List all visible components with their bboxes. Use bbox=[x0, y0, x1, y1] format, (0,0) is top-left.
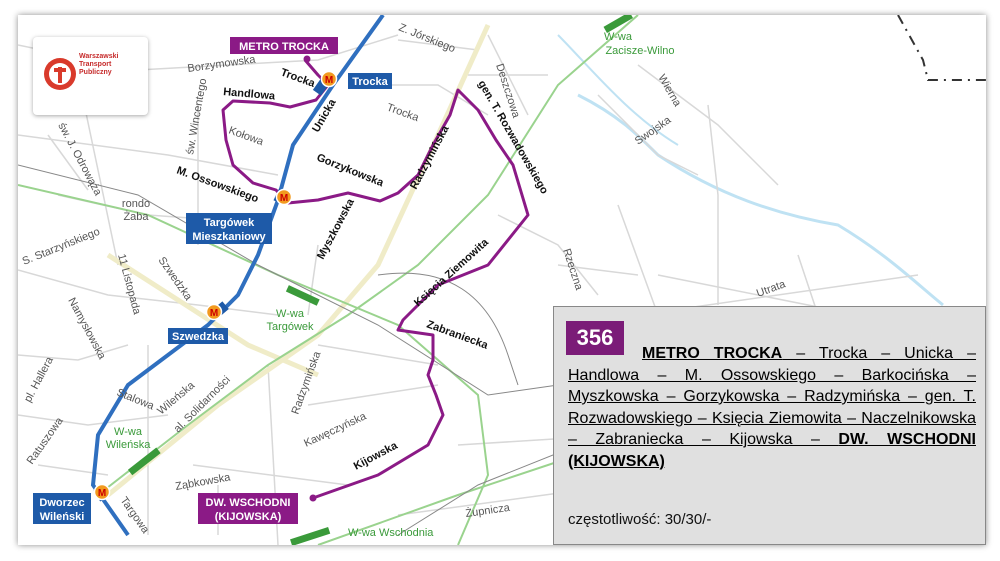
rail-label-targowek-1: W-wa bbox=[276, 308, 305, 320]
street-label-zaba: Żaba bbox=[123, 210, 149, 223]
route-description: METRO TROCKA – Trocka – Unicka – Handlow… bbox=[568, 343, 976, 472]
major-roads bbox=[106, 23, 491, 497]
svg-text:Szwedzka: Szwedzka bbox=[172, 331, 225, 343]
terminal-label-metro-trocka[interactable]: METRO TROCKA bbox=[230, 37, 338, 54]
metro-symbol-icon: M bbox=[98, 488, 106, 499]
street-label-m-ossowskiego: M. Ossowskiego bbox=[175, 165, 260, 206]
street-label-z-jorskiego: Z. Jórskiego bbox=[397, 22, 457, 56]
street-label-trocka-route: Trocka bbox=[279, 67, 317, 91]
metro-symbol-icon: M bbox=[325, 75, 333, 86]
station-label-trocka[interactable]: Trocka bbox=[348, 73, 392, 89]
svg-text:Trocka: Trocka bbox=[352, 76, 388, 88]
rail-station-zacisze-bar bbox=[603, 15, 633, 33]
route-map: M M M M Trocka Targówek Mieszkaniowy Szw… bbox=[18, 15, 986, 545]
logo-line-1: Warszawski bbox=[79, 53, 119, 60]
canal-2 bbox=[557, 34, 679, 146]
svg-text:DW. WSCHODNI: DW. WSCHODNI bbox=[206, 497, 291, 509]
canal bbox=[577, 93, 944, 307]
rail-station-wschodnia-bar bbox=[290, 526, 331, 545]
street-label-radzyminska-2: Radzymińska bbox=[290, 349, 324, 416]
station-label-targowek[interactable]: Targówek Mieszkaniowy bbox=[186, 213, 272, 244]
rail-label-zacisze-2: Zacisze-Wilno bbox=[605, 45, 674, 57]
street-label-zabkowska: Ząbkowska bbox=[174, 471, 232, 493]
street-label-sw-wincentego: św. Wincentego bbox=[184, 78, 209, 156]
route-start-dot bbox=[303, 55, 311, 63]
street-label-zupnicza: Żupnicza bbox=[465, 501, 512, 520]
street-label-ksiecia-ziemowita: Księcia Ziemowita bbox=[412, 236, 492, 309]
svg-text:(KIJOWSKA): (KIJOWSKA) bbox=[215, 511, 282, 523]
street-label-s-starzynskiego: S. Starzyńskiego bbox=[21, 226, 102, 268]
rail-lines-dark bbox=[18, 164, 579, 536]
street-label-kolowa: Kołowa bbox=[227, 125, 266, 149]
station-label-szwedzka[interactable]: Szwedzka bbox=[168, 328, 228, 344]
street-label-myszkowska: Myszkowska bbox=[315, 196, 357, 261]
metro-station-targowek[interactable]: M bbox=[273, 188, 293, 206]
street-label-al-solidarnosci: al. Solidarności bbox=[172, 374, 233, 435]
rail-station-wilenska-bar bbox=[127, 447, 161, 476]
street-label-wierna: Wierna bbox=[655, 73, 683, 110]
route-356-line bbox=[221, 59, 530, 500]
metro-line-m2 bbox=[90, 15, 385, 537]
svg-text:Targówek: Targówek bbox=[204, 217, 255, 229]
metro-station-trocka[interactable]: M bbox=[312, 70, 338, 96]
metro-station-dworzec-wilenski[interactable]: M bbox=[93, 483, 111, 502]
station-label-dworzec-wilenski[interactable]: Dworzec Wileński bbox=[33, 493, 91, 524]
metro-symbol-icon: M bbox=[280, 193, 288, 204]
district-border bbox=[897, 15, 986, 81]
street-label-kaweczynska: Kawęczyńska bbox=[302, 410, 369, 450]
street-label-rzeczna: Rzeczna bbox=[560, 247, 585, 292]
street-label-trocka: Trocka bbox=[385, 102, 421, 125]
route-start-name: METRO TROCKA bbox=[642, 345, 783, 362]
svg-text:Mieszkaniowy: Mieszkaniowy bbox=[192, 231, 266, 243]
logo-line-3: Publiczny bbox=[79, 69, 112, 76]
route-frequency: częstotliwość: 30/30/- bbox=[568, 511, 712, 528]
street-label-sw-j-odrowaza: św. J. Odrowąża bbox=[55, 121, 104, 199]
map-canvas: M M M M Trocka Targówek Mieszkaniowy Szw… bbox=[18, 15, 986, 545]
metro-symbol-icon: M bbox=[210, 308, 218, 319]
rail-label-wilenska-1: W-wa bbox=[114, 426, 143, 438]
rail-label-wschodnia: W-wa Wschodnia bbox=[348, 527, 434, 539]
street-label-rondo: rondo bbox=[122, 198, 150, 210]
street-label-gorzykowska: Gorzykowska bbox=[315, 152, 386, 190]
terminal-label-dw-wschodni[interactable]: DW. WSCHODNI (KIJOWSKA) bbox=[198, 493, 298, 524]
wtp-logo-icon bbox=[44, 58, 76, 90]
rail-label-zacisze-1: W-wa bbox=[604, 31, 633, 43]
svg-text:Dworzec: Dworzec bbox=[39, 497, 84, 509]
svg-text:Wileński: Wileński bbox=[40, 511, 85, 523]
route-streets: – Trocka – Unicka – Handlowa – M. Ossows… bbox=[568, 345, 977, 448]
street-label-swojska: Swojska bbox=[633, 114, 674, 148]
street-label-pl-hallera: pl. Hallera bbox=[22, 354, 56, 404]
route-info-panel: 356 METRO TROCKA – Trocka – Unicka – Han… bbox=[553, 306, 986, 545]
street-label-handlowa: Handlowa bbox=[223, 86, 277, 103]
street-label-borzymowska: Borzymowska bbox=[187, 53, 257, 75]
street-label-stalowa: Stalowa bbox=[115, 387, 157, 413]
route-number-badge: 356 bbox=[566, 321, 624, 355]
street-label-zabraniecka: Zabraniecka bbox=[425, 319, 490, 353]
metro-station-szwedzka[interactable]: M bbox=[205, 301, 229, 321]
rail-label-wilenska-2: Wileńska bbox=[106, 439, 152, 451]
street-label-ratuszowa: Ratuszowa bbox=[25, 415, 67, 467]
svg-text:METRO TROCKA: METRO TROCKA bbox=[239, 41, 329, 53]
route-end-name: DW. WSCHODNI (KIJOWSKA) bbox=[568, 431, 976, 470]
rail-label-targowek-2: Targówek bbox=[266, 321, 314, 333]
street-label-namyslowska: Namysłowska bbox=[65, 296, 108, 362]
logo-line-2: Transport bbox=[79, 61, 112, 68]
route-end-dot bbox=[309, 494, 317, 502]
street-label-radzyminska: Radzymińska bbox=[408, 123, 452, 191]
street-label-11-listopada: 11 Listopada bbox=[115, 253, 143, 317]
rail-station-targowek-bar bbox=[285, 285, 320, 306]
wtp-logo: Warszawski Transport Publiczny bbox=[33, 37, 148, 115]
